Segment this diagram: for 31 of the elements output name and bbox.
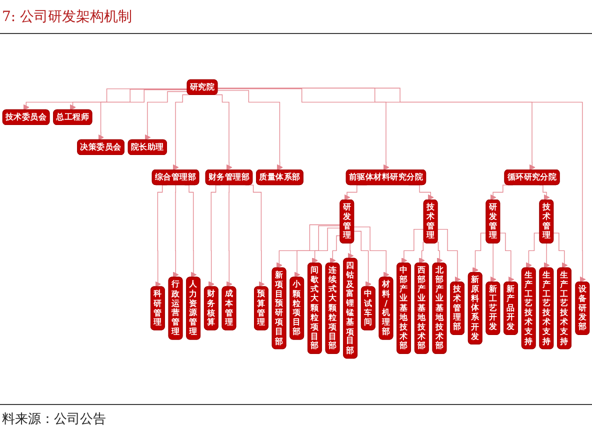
arrow — [226, 184, 232, 288]
arrow — [354, 226, 390, 278]
arrow — [436, 242, 443, 264]
arrow — [172, 184, 179, 278]
arrow — [172, 94, 190, 170]
arrow — [217, 88, 586, 282]
arrow — [144, 91, 188, 140]
source-caption: 料来源：公司公告 — [2, 411, 106, 428]
arrow — [526, 232, 540, 268]
arrow — [330, 235, 341, 264]
arrow — [215, 94, 232, 170]
arrow — [294, 225, 341, 278]
arrow — [544, 243, 550, 268]
arrow — [23, 88, 188, 110]
arrow — [217, 88, 536, 170]
arrow — [437, 228, 461, 282]
arrow — [553, 232, 568, 268]
arrow — [490, 243, 496, 282]
arrow — [312, 228, 341, 264]
arrow — [217, 88, 390, 170]
arrow — [472, 232, 487, 274]
arrow — [70, 88, 188, 110]
arrow — [348, 243, 354, 259]
arrow — [500, 232, 514, 282]
arrow — [354, 230, 372, 288]
arrow — [217, 90, 283, 170]
arrow — [98, 89, 188, 140]
arrow — [418, 242, 426, 264]
arrow — [276, 224, 341, 268]
diagram-title: 7: 公司研发架构机制 — [2, 8, 132, 26]
arrow — [401, 228, 424, 264]
